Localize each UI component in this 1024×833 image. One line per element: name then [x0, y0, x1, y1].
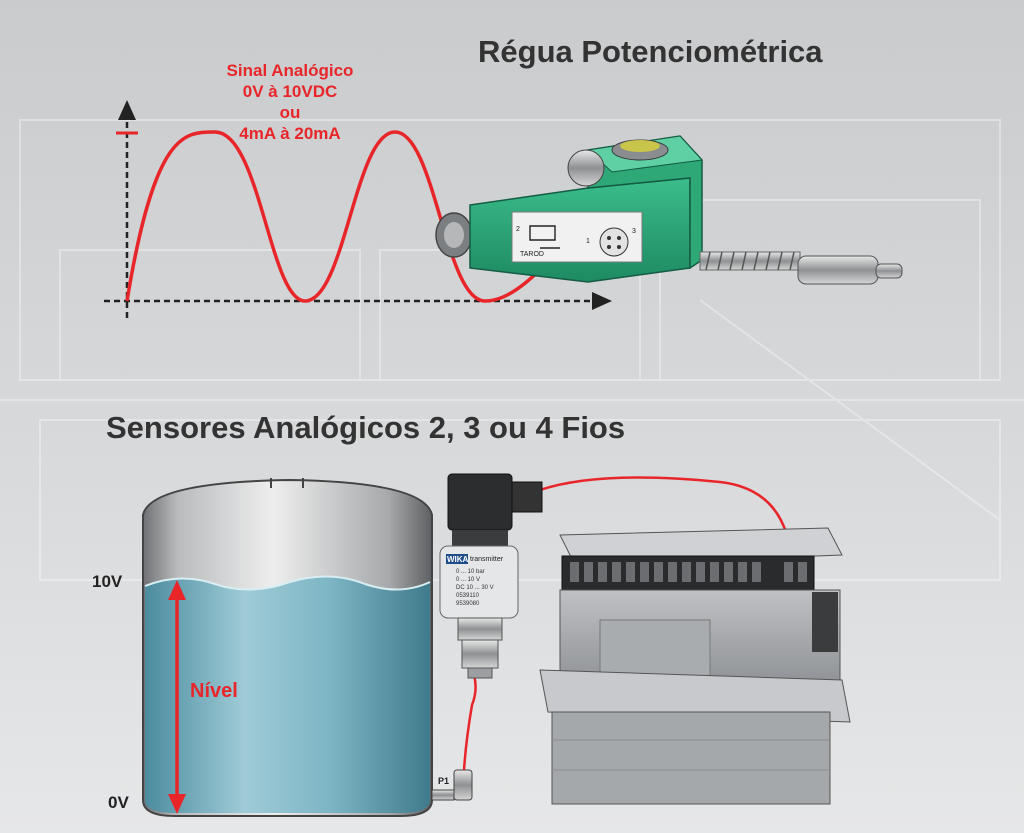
side-connector: [567, 149, 605, 187]
transmitter-spec-line: 9539080: [456, 601, 480, 607]
title-analog-sensors: Sensores Analógicos 2, 3 ou 4 Fios: [106, 410, 626, 445]
y-axis-arrow-icon: [118, 100, 136, 120]
level-arrow-up-icon: [168, 580, 186, 600]
transmitter-spec-line: 0 ... 10 V: [456, 577, 481, 583]
linear-potentiometer: [435, 135, 903, 285]
signal-label-line: 0V à 10VDC: [242, 82, 338, 101]
transmitter-model: transmitter: [470, 556, 504, 563]
sensor-port-label: P1: [438, 776, 450, 786]
potentiometer-brand: TAROD: [520, 251, 544, 258]
plc-module: [539, 527, 851, 805]
pot-rod: [797, 255, 879, 285]
background-plc-ghost: [0, 119, 1024, 581]
level-bottom-label: 0V: [108, 793, 129, 812]
transmitter-spec-line: 0 ... 10 bar: [456, 569, 485, 575]
level-arrow-down-icon: [168, 794, 186, 814]
title-linear-potentiometer: Régua Potenciométrica: [478, 34, 823, 69]
signal-wave: [125, 130, 547, 303]
tank: [142, 478, 473, 817]
tank-bottom-sensor: [431, 789, 455, 801]
potentiometer-pin: 3: [632, 228, 636, 235]
pot-spring: [699, 251, 801, 271]
pressure-transmitter: [439, 473, 543, 679]
transmitter-brand: WIKA: [447, 555, 469, 564]
level-label: Nível: [190, 680, 238, 702]
x-axis-arrow-icon: [592, 292, 612, 310]
transmitter-connector: [447, 473, 513, 531]
signal-axes: [104, 118, 595, 318]
potentiometer-pin: 2: [516, 226, 520, 233]
signal-label-line: Sinal Analógico: [226, 61, 354, 80]
signal-label: Sinal Analógico 0V à 10VDC ou 4mA à 20mA: [190, 60, 390, 144]
transmitter-spec-line: 0539110: [456, 593, 479, 599]
cable-sensor-bottom: [462, 674, 477, 771]
level-top-label: 10V: [92, 572, 123, 591]
plc-base: [551, 711, 831, 805]
cable-transmitter-plc: [539, 476, 794, 571]
transmitter-spec-line: DC 10 ... 30 V: [456, 585, 494, 591]
transmitter-spec: 0 ... 10 bar 0 ... 10 V DC 10 ... 30 V 0…: [456, 568, 494, 608]
plc-door: [539, 669, 851, 723]
potentiometer-pin: 1: [586, 238, 590, 245]
signal-label-line: 4mA à 20mA: [239, 124, 341, 143]
signal-label-line: ou: [279, 103, 301, 122]
tank-water: [145, 576, 430, 813]
